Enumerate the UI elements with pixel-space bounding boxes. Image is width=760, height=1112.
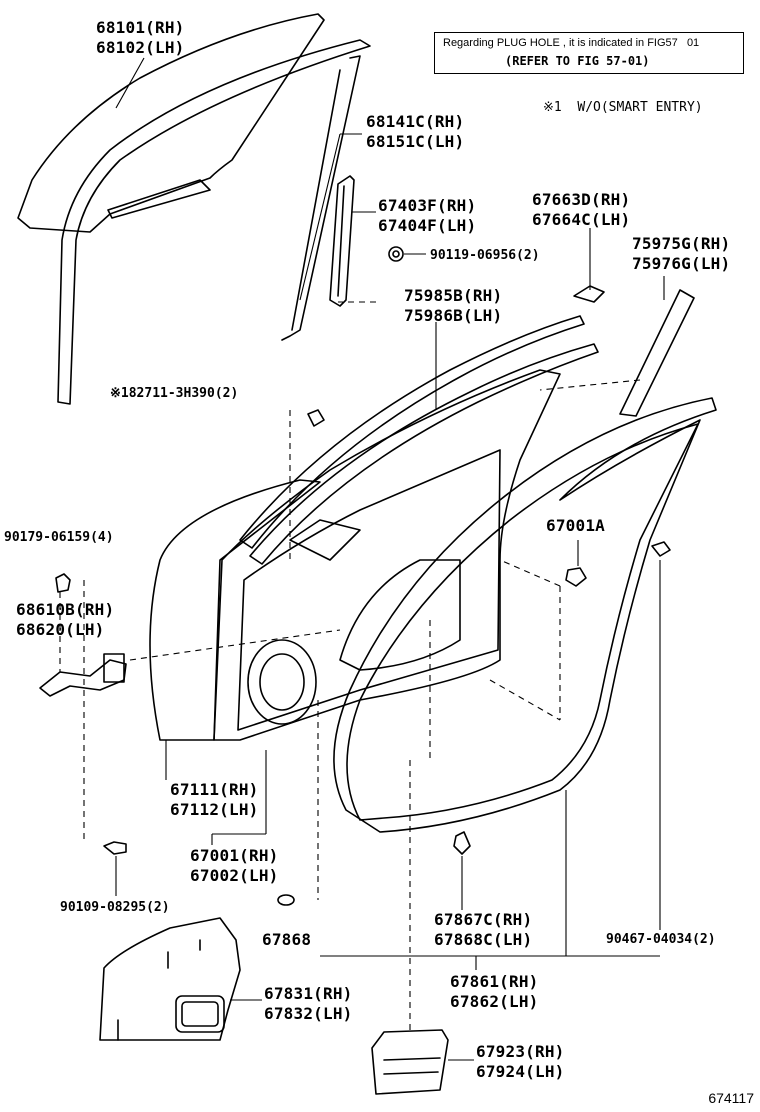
bolt-90109 [103, 841, 127, 855]
label-82711: ※182711-3H390(2) [110, 386, 239, 401]
hole-cover [371, 1029, 449, 1095]
label-67663d: 67663D(RH) [532, 190, 631, 209]
door-glass [17, 13, 325, 233]
label-67112: 67112(LH) [170, 800, 259, 819]
label-67111: 67111(RH) [170, 780, 259, 799]
nut-90179 [55, 573, 71, 593]
label-67404f: 67404F(LH) [378, 216, 477, 235]
label-67924: 67924(LH) [476, 1062, 565, 1081]
label-90467: 90467-04034(2) [606, 932, 716, 947]
note-box: Regarding PLUG HOLE , it is indicated in… [434, 32, 744, 74]
cushion-67001a [565, 567, 587, 587]
label-75985b: 75985B(RH) [404, 286, 503, 305]
door-trim-panel [99, 917, 241, 1041]
note-line2: (REFER TO FIG 57-01) [505, 54, 650, 68]
label-68102: 68102(LH) [96, 38, 185, 57]
label-68610b: 68610B(RH) [16, 600, 115, 619]
clip-90467 [651, 541, 671, 557]
smart-entry-note: ※1 W/O(SMART ENTRY) [543, 100, 703, 115]
label-68620: 68620(LH) [16, 620, 105, 639]
door-weatherstrip [333, 397, 717, 833]
label-67867c: 67867C(RH) [434, 910, 533, 929]
bolt-90119 [388, 246, 404, 262]
label-75986b: 75986B(LH) [404, 306, 503, 325]
label-67001a: 67001A [546, 516, 605, 535]
label-90109: 90109-08295(2) [60, 900, 170, 915]
speaker-hole [247, 639, 317, 725]
label-68151c: 68151C(LH) [366, 132, 465, 151]
label-67923: 67923(RH) [476, 1042, 565, 1061]
clip-82711 [307, 409, 325, 427]
label-67002: 67002(LH) [190, 866, 279, 885]
label-67001: 67001(RH) [190, 846, 279, 865]
door-check [39, 659, 127, 697]
division-bar [329, 175, 355, 307]
note-line1: Regarding PLUG HOLE , it is indicated in… [443, 37, 700, 49]
label-67403f: 67403F(RH) [378, 196, 477, 215]
glass-run [57, 39, 371, 405]
label-75976g: 75976G(LH) [632, 254, 731, 273]
label-68101: 68101(RH) [96, 18, 185, 37]
plug-67868 [277, 894, 295, 906]
label-67832: 67832(LH) [264, 1004, 353, 1023]
clip-67867 [453, 831, 471, 855]
label-90119: 90119-06956(2) [430, 248, 540, 263]
label-75975g: 75975G(RH) [632, 234, 731, 253]
label-67868c: 67868C(LH) [434, 930, 533, 949]
label-67831: 67831(RH) [264, 984, 353, 1003]
label-67664c: 67664C(LH) [532, 210, 631, 229]
figure-number: 674117 [708, 1090, 754, 1106]
label-68141c: 68141C(RH) [366, 112, 465, 131]
mirror-cover [573, 285, 605, 303]
label-67861: 67861(RH) [450, 972, 539, 991]
label-67862: 67862(LH) [450, 992, 539, 1011]
label-67868: 67868 [262, 930, 312, 949]
door-panel [149, 479, 321, 741]
belt-weatherstrip [239, 315, 585, 549]
label-90179: 90179-06159(4) [4, 530, 114, 545]
pillar-garnish [619, 289, 695, 417]
